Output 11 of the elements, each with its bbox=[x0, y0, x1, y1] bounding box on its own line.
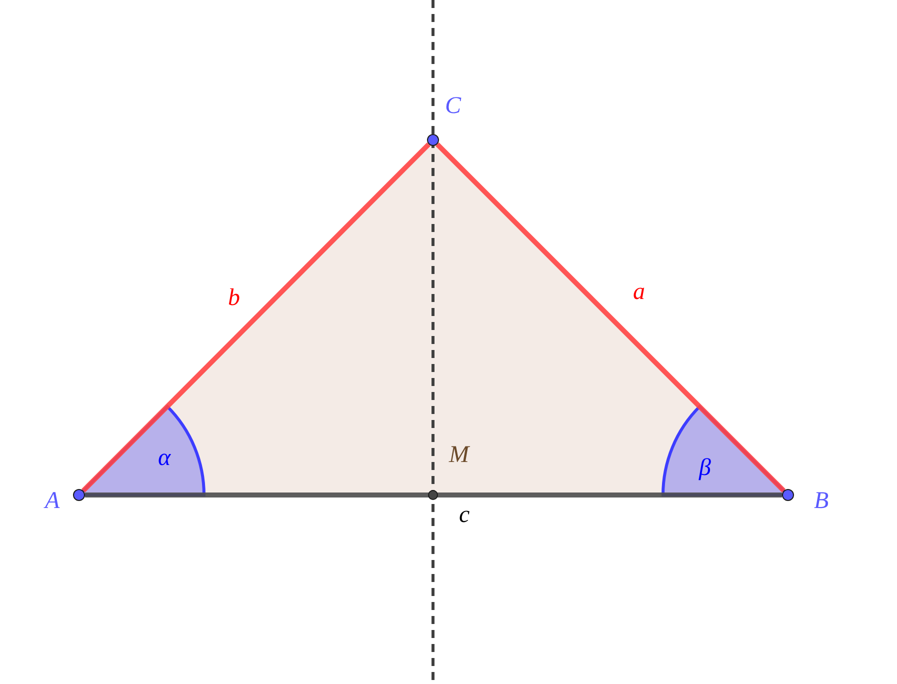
triangle-side bbox=[435, 142, 786, 493]
side-label: c bbox=[459, 503, 470, 527]
point-label: B bbox=[814, 489, 829, 513]
angle-label: α bbox=[158, 446, 171, 470]
side-label: b bbox=[228, 286, 240, 310]
point-label: C bbox=[445, 94, 462, 118]
point-label: M bbox=[449, 443, 469, 467]
point-label: A bbox=[45, 489, 60, 513]
angle-label: β bbox=[699, 456, 711, 480]
triangle-side bbox=[85, 492, 782, 498]
side-label: a bbox=[633, 280, 645, 304]
